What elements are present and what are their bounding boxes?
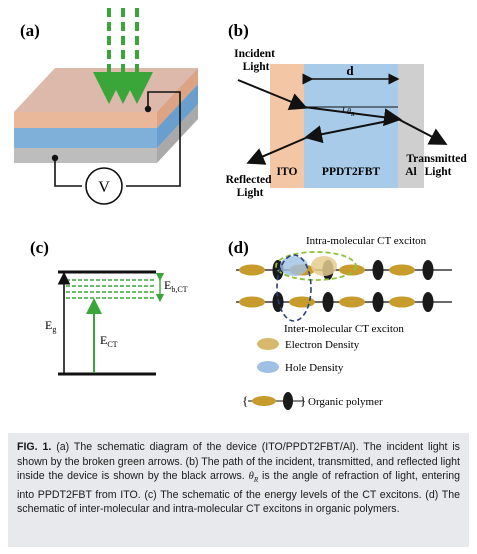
circuit-wires	[54, 91, 181, 187]
legend-hole-swatch	[257, 361, 279, 373]
bottom-contact-dot	[51, 154, 59, 162]
panel-label-c: (c)	[30, 238, 49, 257]
intra-exciton-ring	[275, 251, 357, 281]
layer-label-al: Al	[405, 166, 417, 178]
inter-label: Inter-molecular CT exciton	[284, 323, 404, 335]
incident-label: Incident Light	[234, 48, 278, 73]
intra-label: Intra-molecular CT exciton	[306, 235, 427, 247]
reflected-label: Reflected Light	[226, 174, 274, 199]
voltmeter-label: V	[98, 179, 110, 196]
ebct-label: Eb,CT	[164, 278, 188, 294]
eg-label: Eg	[45, 318, 56, 334]
inter-exciton-ring	[276, 254, 312, 322]
panel-d: (d) Intra-molecular CT exciton	[212, 222, 477, 427]
caption-text-1: (a) The schematic diagram of the device …	[17, 441, 460, 483]
panel-label-a: (a)	[20, 21, 40, 40]
ito-layer	[270, 64, 304, 188]
panel-a: (a)	[0, 0, 238, 215]
angle-label: θR	[347, 107, 355, 118]
panel-c: (c) Eg ECT Eb,CT	[0, 222, 200, 387]
polymer-row-1	[236, 260, 452, 280]
legend-polymer-label: Organic polymer	[308, 396, 383, 408]
voltmeter	[85, 167, 123, 205]
angle-arc	[342, 106, 345, 113]
panel-b: (b) d θR Incident Light Reflected Light …	[226, 0, 477, 215]
caption-figure-number: FIG. 1.	[17, 441, 52, 453]
caption-theta: θR	[248, 471, 259, 485]
figure-caption: FIG. 1. (a) The schematic diagram of the…	[8, 433, 469, 547]
transmitted-label: Transmitted Light	[406, 153, 469, 178]
layer-label-ito: ITO	[277, 166, 298, 178]
legend-electron-label: Electron Density	[285, 339, 360, 351]
polymer-row-2	[236, 292, 452, 312]
electron-density-blob	[311, 256, 337, 276]
light-paths	[237, 79, 448, 165]
layer-label-active: PPDT2FBT	[322, 166, 380, 178]
caption-text-2: is the angle of refraction of light, ent…	[17, 470, 460, 516]
legend-electron-swatch	[257, 338, 279, 350]
panel-label-d: (d)	[228, 238, 249, 257]
svg-text:{: {	[242, 393, 248, 408]
svg-text:}: }	[300, 393, 306, 408]
legend-polymer-swatch: { }	[242, 392, 306, 410]
device-stack	[14, 68, 198, 163]
thickness-label: d	[346, 63, 354, 78]
panel-label-b: (b)	[228, 21, 249, 40]
ct-levels	[66, 279, 156, 299]
top-contact-dot	[144, 105, 152, 113]
hole-density-blob	[280, 256, 308, 276]
legend-hole-label: Hole Density	[285, 362, 344, 374]
ect-label: ECT	[100, 333, 118, 349]
